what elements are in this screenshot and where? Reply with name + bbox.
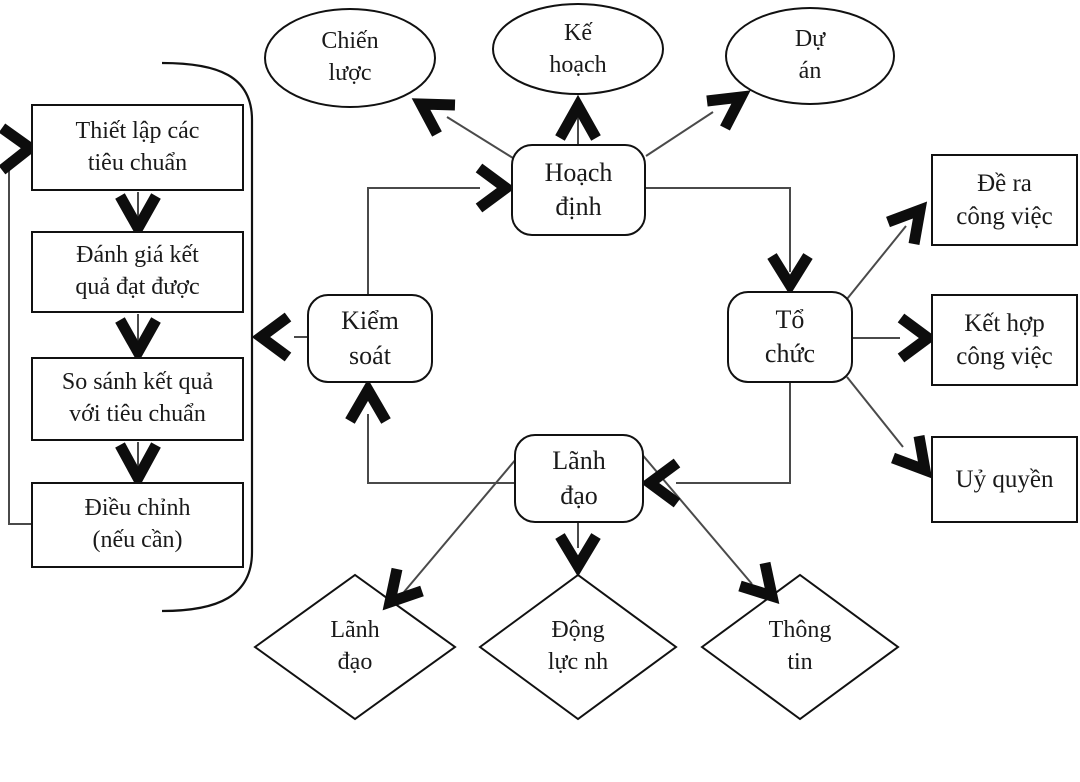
diamond-lanh-dao-shape [253, 573, 457, 721]
arrowhead-into-d1 [382, 567, 424, 611]
arrowhead-into-dera [886, 201, 928, 245]
rect-uy-quyen [931, 436, 1078, 523]
node-lanh-dao [514, 434, 644, 523]
rect-thiet-lap [31, 104, 244, 191]
arrowhead-into-thietlap [0, 123, 40, 175]
arrowhead-sosanh-dieuchinh [115, 442, 161, 490]
line-tochuc-to-dera [846, 225, 907, 300]
node-hoach-dinh [511, 144, 646, 236]
arrowhead-into-hoachdinh [475, 163, 516, 213]
arrowhead-into-lanhdao [640, 458, 681, 508]
line-lanhdao-to-d1 [403, 451, 523, 593]
diamond-dong-luc-shape [478, 573, 678, 721]
line-tochuc-to-uyquyen [846, 376, 904, 448]
group-bracket [161, 61, 254, 613]
arrowhead-into-kiemsoat [345, 379, 391, 424]
rect-danh-gia [31, 231, 244, 313]
arrowhead-into-uyquyen [891, 435, 933, 479]
rect-dieu-chinh [31, 482, 244, 568]
node-to-chuc [727, 291, 853, 383]
line-hoachdinh-to-chienluoc [446, 116, 514, 159]
line-hoachdinh-to-duan [645, 111, 714, 157]
arrowhead-thietlap-danhgia [115, 193, 161, 240]
line-tochuc-to-lanhdao [676, 382, 791, 484]
arrowhead-into-bracket [251, 312, 292, 362]
diamond-thong-tin-shape [700, 573, 900, 721]
rect-de-ra [931, 154, 1078, 246]
arrowhead-into-d2 [555, 533, 601, 577]
ellipse-chien-luoc [264, 8, 436, 108]
arrowhead-into-tochuc [767, 253, 813, 296]
node-kiem-soat [307, 294, 433, 383]
arrowhead-into-kethop [897, 313, 938, 363]
arrowhead-danhgia-sosanh [115, 317, 161, 364]
rect-so-sanh [31, 357, 244, 441]
line-dieuchinh-loop [8, 158, 32, 525]
arrowhead-into-d3 [738, 561, 780, 605]
rect-ket-hop [931, 294, 1078, 386]
ellipse-du-an [725, 7, 895, 105]
line-hoachdinh-to-tochuc [645, 187, 791, 272]
line-lanhdao-to-kiemsoat [367, 414, 515, 484]
ellipse-ke-hoach [492, 3, 664, 95]
arrowhead-into-duan [706, 90, 751, 131]
line-kiemsoat-to-hoachdinh [367, 187, 480, 295]
arrowhead-into-chienluoc [411, 98, 456, 137]
arrowhead-into-kehoach [555, 94, 601, 141]
